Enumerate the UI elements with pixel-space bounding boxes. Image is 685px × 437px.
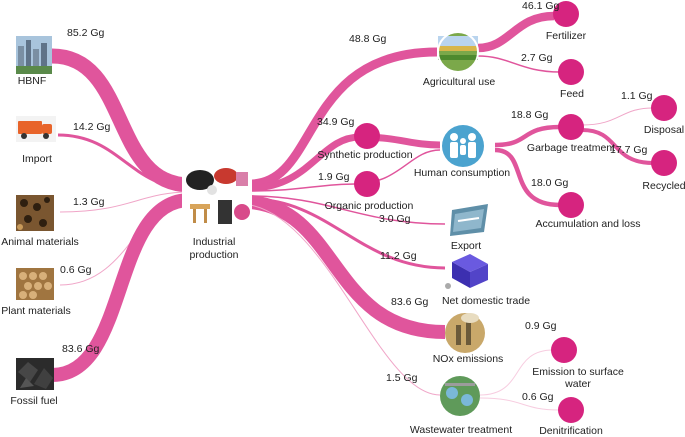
flow-nox	[249, 195, 446, 339]
feed-value: 2.7 Gg	[521, 52, 553, 64]
buy-sell-dice-icon	[445, 254, 488, 289]
flow-fossil	[51, 193, 191, 382]
organic-label: Organic production	[324, 200, 414, 212]
fertilizer-value: 46.1 Gg	[522, 0, 560, 12]
organic-node	[354, 171, 380, 197]
flow-accumulation	[494, 147, 561, 208]
flow-export	[249, 195, 446, 225]
accum-value: 18.0 Gg	[531, 177, 569, 189]
nox-label: NOx emissions	[432, 353, 504, 365]
smokestack-icon	[445, 313, 485, 353]
source-label-import: Import	[22, 153, 52, 165]
disposal-label: Disposal	[643, 124, 685, 136]
source-value-animal: 1.3 Gg	[73, 196, 105, 208]
export-sign-icon	[450, 204, 488, 236]
synthetic-value: 34.9 Gg	[317, 116, 355, 128]
source-value-import: 14.2 Gg	[73, 121, 111, 133]
animal-hide-icon	[16, 195, 54, 231]
source-value-plant: 0.6 Gg	[60, 264, 92, 276]
source-value-hbnf: 85.2 Gg	[67, 27, 105, 39]
garbage-value: 18.8 Gg	[511, 109, 549, 121]
nox-value: 83.6 Gg	[391, 296, 429, 308]
flow-surface	[479, 349, 554, 396]
source-label-hbnf: HBNF	[17, 75, 47, 87]
feed-label: Feed	[560, 88, 584, 100]
wastewater-value: 1.5 Gg	[386, 372, 418, 384]
export-value: 3.0 Gg	[379, 213, 411, 225]
garbage-node	[558, 114, 584, 140]
flow-recycled	[581, 128, 654, 165]
recycled-node	[651, 150, 677, 176]
surface-node	[551, 337, 577, 363]
flow-disposal	[581, 107, 654, 126]
denit-value: 0.6 Gg	[522, 391, 554, 403]
city-skyline-icon	[16, 36, 52, 74]
synthetic-node	[354, 123, 380, 149]
farmland-icon	[437, 31, 479, 73]
surface-label: Emission to surface water	[532, 366, 624, 390]
recycled-value: 17.7 Gg	[610, 144, 648, 156]
node-circles	[354, 1, 677, 423]
recycled-label: Recycled	[642, 180, 685, 192]
source-label-animal: Animal materials	[1, 236, 79, 248]
disposal-node	[651, 95, 677, 121]
export-label: Export	[450, 240, 482, 252]
fertilizer-label: Fertilizer	[545, 30, 587, 42]
flow-wastewater	[249, 204, 441, 396]
treatment-plant-icon	[440, 376, 480, 416]
surface-value: 0.9 Gg	[525, 320, 557, 332]
flow-hbnf	[51, 48, 191, 193]
wood-pile-icon	[16, 268, 54, 300]
agri-label: Agricultural use	[422, 76, 496, 88]
industrial-products-icon	[182, 166, 252, 228]
accumulation-node	[558, 192, 584, 218]
people-icon	[442, 125, 484, 167]
trade-label: Net domestic trade	[441, 295, 531, 307]
denit-label: Denitrification	[539, 425, 603, 437]
flow-feed	[477, 55, 561, 73]
coal-icon	[16, 358, 54, 390]
flow-import	[57, 133, 191, 190]
flow-denitrification	[479, 397, 561, 411]
synthetic-label: Synthetic production	[317, 149, 413, 161]
agri-value: 48.8 Gg	[349, 33, 387, 45]
source-label-plant: Plant materials	[1, 305, 71, 317]
fertilizer-node	[553, 1, 579, 27]
flow-agricultural-use	[249, 47, 438, 189]
flow-animal	[59, 191, 191, 213]
flow-fertilizer	[477, 11, 555, 53]
wastewater-label: Wastewater treatment	[409, 424, 513, 436]
disposal-value: 1.1 Gg	[621, 90, 653, 102]
denitrification-node	[558, 397, 584, 423]
hub-label: Industrial production	[189, 236, 239, 261]
garbage-label: Garbage treatment	[526, 142, 616, 154]
human-label: Human consumption	[413, 167, 511, 179]
flow-garbage	[494, 124, 561, 148]
source-label-fossil: Fossil fuel	[10, 395, 58, 407]
source-value-fossil: 83.6 Gg	[62, 343, 100, 355]
truck-icon	[16, 116, 56, 142]
trade-value: 11.2 Gg	[380, 250, 417, 262]
organic-value: 1.9 Gg	[318, 171, 350, 183]
accum-label: Accumulation and loss	[535, 218, 641, 230]
feed-node	[558, 59, 584, 85]
